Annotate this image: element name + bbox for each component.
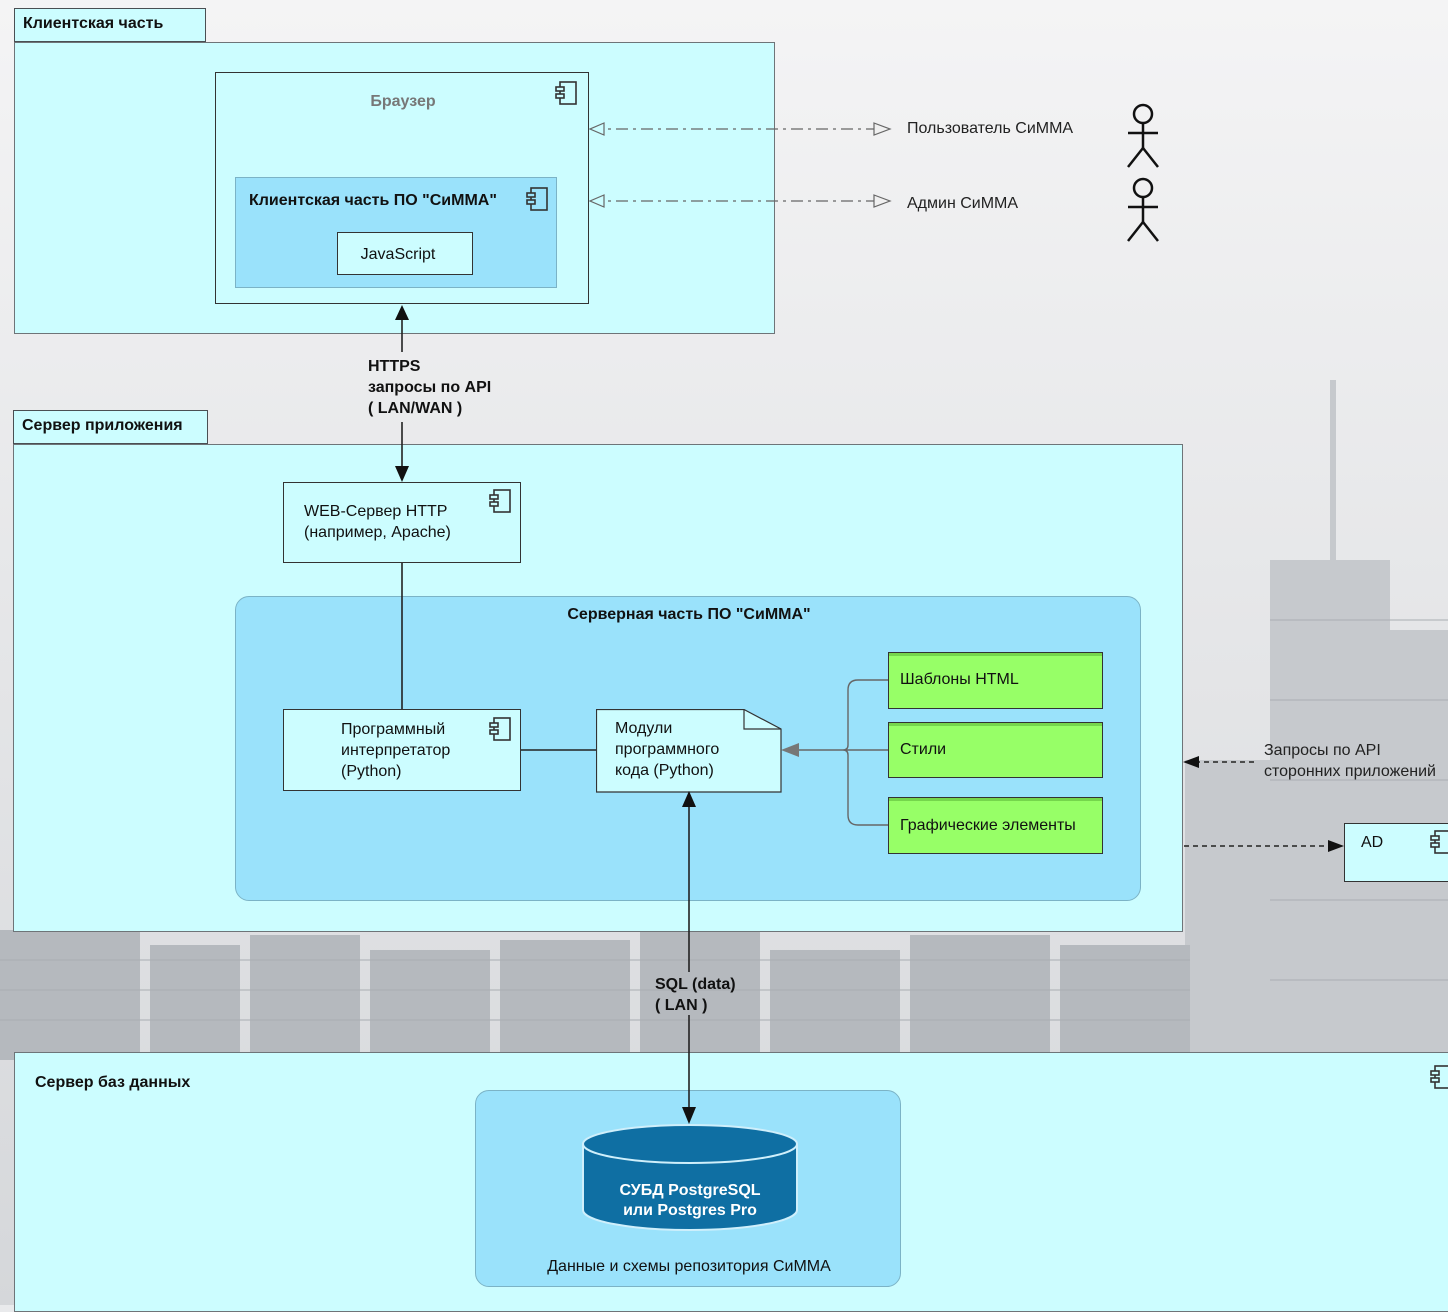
modules-label: Модули программного кода (Python) [615,718,719,781]
db-title: Сервер баз данных [35,1074,191,1091]
interpreter-line: (Python) [341,763,402,780]
actor-user-icon [1127,103,1159,168]
https-line: HTTPS [368,358,421,375]
dbms-label: СУБД PostgreSQL или Postgres Pro [582,1181,798,1221]
client-tab: Клиентская часть [14,8,206,42]
sql-link-label: SQL (data) ( LAN ) [655,974,736,1016]
templates-box: Шаблоны HTML [888,652,1103,709]
interpreter-line: интерпретатор [341,742,451,759]
server-sw-title: Серверная часть ПО "СиММА" [567,606,811,623]
dbms-line: СУБД PostgreSQL [619,1182,761,1199]
sql-line: ( LAN ) [655,997,708,1014]
https-line: запросы по API [368,379,492,396]
component-icon [526,187,548,211]
web-server-box: WEB-Сервер HTTP (например, Apache) [283,482,521,563]
sql-line: SQL (data) [655,976,736,993]
styles-box: Стили [888,722,1103,778]
modules-line: кода (Python) [615,762,714,779]
admin-label: Админ СиММА [907,195,1019,212]
component-icon [489,717,511,741]
component-icon [489,489,511,513]
interpreter-line: Программный [341,721,446,738]
api-requests-label: Запросы по API сторонних приложений [1264,740,1436,782]
browser-title: Браузер [370,93,436,110]
database-cylinder-icon [582,1124,798,1231]
modules-line: Модули [615,720,673,737]
https-link-label: HTTPS запросы по API ( LAN/WAN ) [368,356,491,419]
dbms-line: или Postgres Pro [623,1202,757,1219]
ad-box: AD [1344,823,1448,882]
graphics-label: Графические элементы [900,817,1076,834]
repo-label: Данные и схемы репозитория СиММА [547,1258,831,1275]
actor-admin-icon [1127,177,1159,242]
web-server-line: (например, Apache) [304,524,451,541]
graphics-box: Графические элементы [888,797,1103,854]
modules-note [596,709,782,793]
templates-label: Шаблоны HTML [900,671,1019,688]
user-label: Пользователь СиММА [907,120,1074,137]
app-tab: Сервер приложения [13,410,208,444]
interpreter-box: Программный интерпретатор (Python) [283,709,521,791]
modules-line: программного [615,741,720,758]
component-icon [1430,830,1448,854]
web-server-label: WEB-Сервер HTTP (например, Apache) [304,501,451,543]
component-icon [1430,1065,1448,1089]
https-line: ( LAN/WAN ) [368,400,463,417]
styles-label: Стили [900,741,947,758]
api-requests-line: Запросы по API [1264,742,1381,759]
ad-label: AD [1361,834,1384,851]
client-sw-title: Клиентская часть ПО "СиММА" [249,192,497,209]
interpreter-label: Программный интерпретатор (Python) [341,719,450,782]
api-requests-line: сторонних приложений [1264,763,1436,780]
component-icon [555,81,577,105]
web-server-line: WEB-Сервер HTTP [304,503,448,520]
javascript-artifact: JavaScript [337,232,473,275]
javascript-label: JavaScript [360,246,436,263]
